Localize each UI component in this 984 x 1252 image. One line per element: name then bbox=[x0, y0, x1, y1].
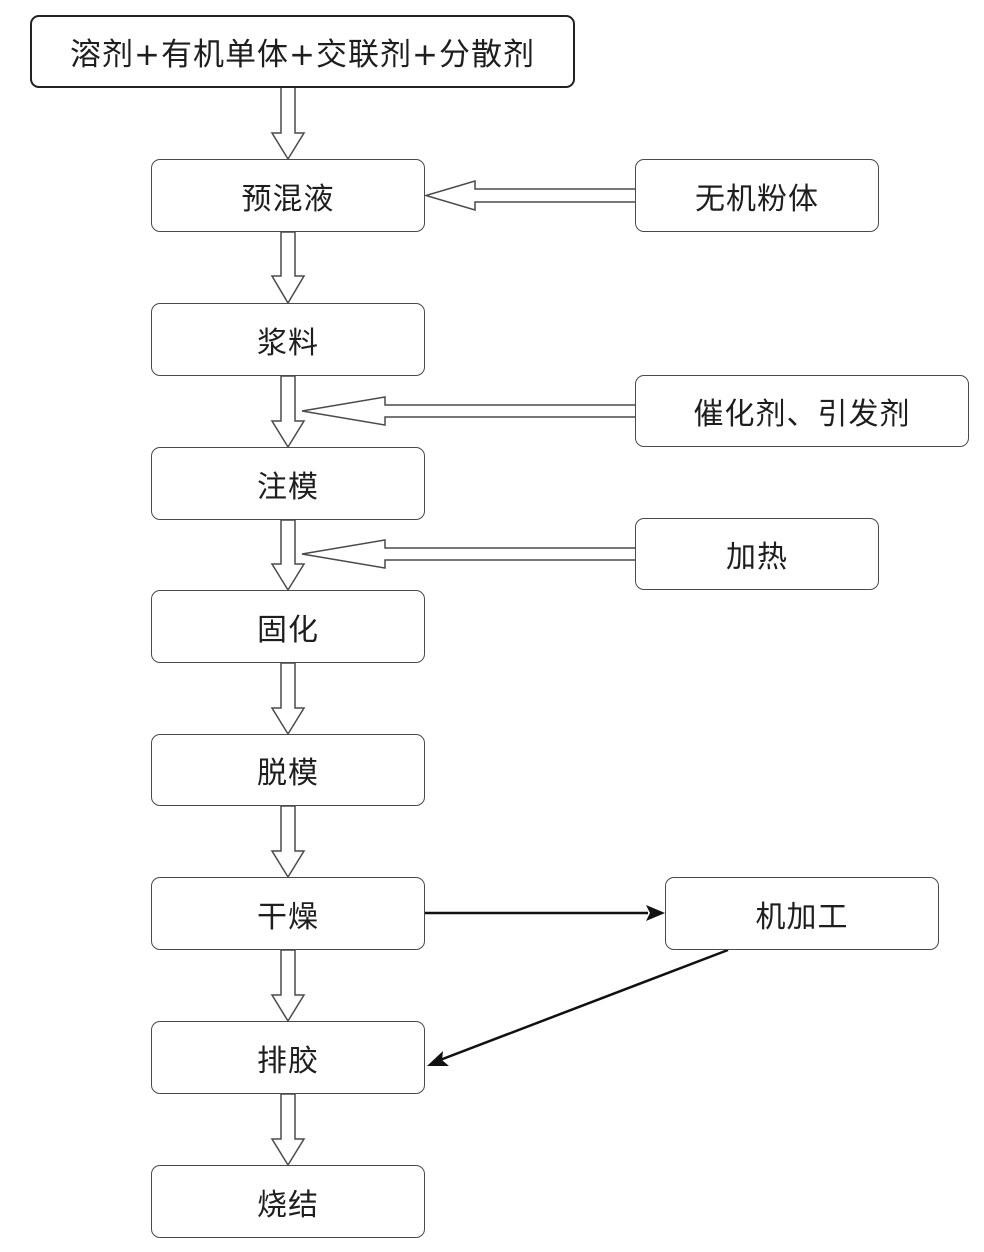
arrow-slurry-to-injection bbox=[270, 375, 306, 449]
arrow-inputs-to-premix bbox=[270, 86, 306, 161]
premix-node: 预混液 bbox=[151, 159, 425, 232]
heating-node: 加热 bbox=[635, 518, 879, 590]
arrow-drying-to-machining-head bbox=[646, 905, 665, 921]
arrow-machining-to-debinding bbox=[439, 948, 729, 1062]
debinding-node: 排胶 bbox=[151, 1021, 425, 1094]
inputs-node: 溶剂+有机单体+交联剂+分散剂 bbox=[30, 15, 575, 88]
arrow-machining-to-debinding-head bbox=[427, 1051, 449, 1066]
arrow-demolding-to-drying bbox=[270, 805, 306, 879]
arrow-heating-to-injection-line bbox=[301, 539, 637, 569]
arrow-catalyst-to-slurry-line bbox=[301, 396, 637, 426]
arrow-curing-to-demolding bbox=[270, 662, 306, 736]
drying-node: 干燥 bbox=[151, 877, 425, 950]
machining-node: 机加工 bbox=[665, 877, 939, 950]
arrow-injection-to-curing bbox=[270, 519, 306, 592]
demolding-node: 脱模 bbox=[151, 734, 425, 806]
catalyst-initiator-node: 催化剂、引发剂 bbox=[635, 375, 969, 447]
arrow-premix-to-slurry bbox=[270, 231, 306, 305]
arrow-debinding-to-sintering bbox=[270, 1093, 306, 1167]
injection-molding-node: 注模 bbox=[151, 447, 425, 520]
sintering-node: 烧结 bbox=[151, 1165, 425, 1238]
slurry-node: 浆料 bbox=[151, 303, 425, 376]
curing-node: 固化 bbox=[151, 590, 425, 663]
arrow-powder-to-premix bbox=[423, 179, 637, 212]
inorganic-powder-node: 无机粉体 bbox=[635, 159, 879, 232]
arrow-drying-to-debinding bbox=[270, 949, 306, 1023]
